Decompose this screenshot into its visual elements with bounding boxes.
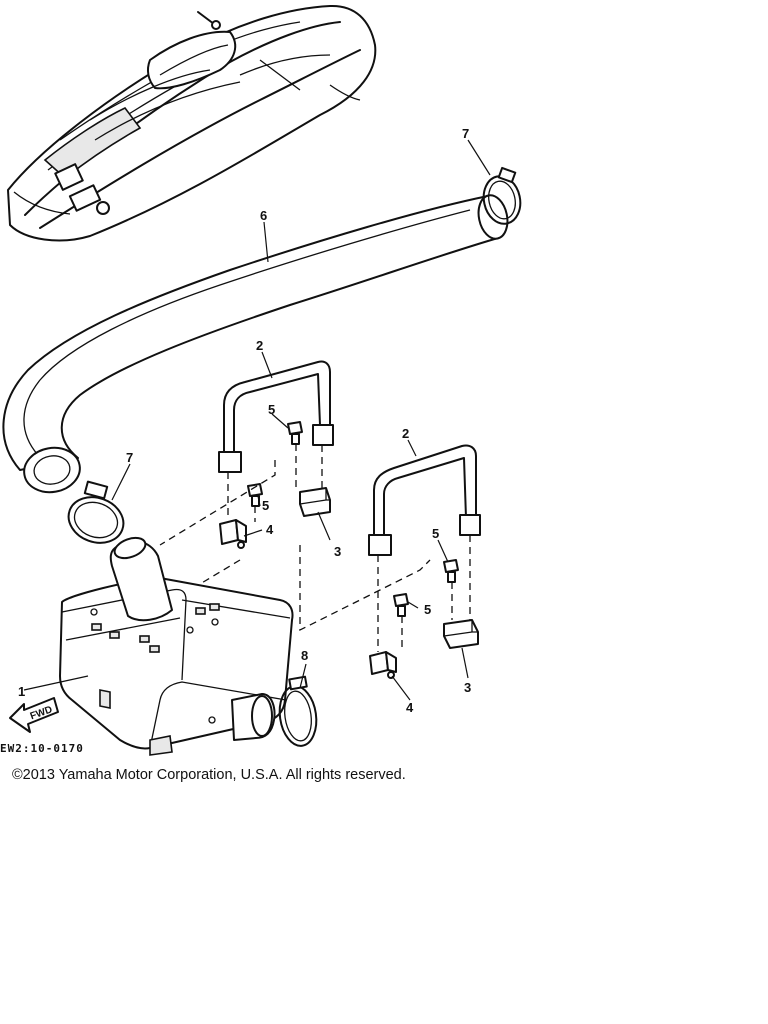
- rubber-damper-right: [443, 619, 479, 649]
- callout-3-right: 3: [464, 680, 471, 695]
- copyright-notice: ©2013 Yamaha Motor Corporation, U.S.A. A…: [12, 767, 406, 783]
- callout-3-left: 3: [334, 544, 341, 559]
- forward-direction-arrow: FWD: [9, 697, 59, 733]
- bracket-left: [218, 360, 334, 473]
- callout-4-left: 4: [266, 522, 274, 537]
- callout-5-mid-left: 5: [262, 498, 269, 513]
- callout-2-left: 2: [256, 338, 263, 353]
- bolt-upper-right: [443, 559, 459, 583]
- callout-7-upper: 7: [462, 126, 469, 141]
- callout-1: 1: [18, 684, 25, 699]
- hose-clamp-lower: [67, 480, 125, 544]
- callout-labels: 1 2 2 3 3 4 4 5 5 5 5 6 7 7 8: [18, 126, 471, 715]
- mount-clamp-left: [219, 519, 247, 549]
- rubber-damper-left: [299, 487, 331, 517]
- callout-leader-lines: [23, 139, 491, 701]
- callout-5-lower-right: 5: [424, 602, 431, 617]
- hose-clamp-upper: [482, 166, 522, 225]
- callout-5-upper-left: 5: [268, 402, 275, 417]
- callout-8: 8: [301, 648, 308, 663]
- figure-code: EW2:10-0170: [0, 742, 84, 755]
- callout-4-right: 4: [406, 700, 414, 715]
- bolt-upper-left: [287, 421, 303, 445]
- bracket-right: [368, 444, 481, 556]
- bolt-lower-right: [393, 593, 409, 617]
- mount-clamp-right: [369, 651, 397, 679]
- callout-2-right: 2: [402, 426, 409, 441]
- assembly-guide-lines: [159, 444, 471, 652]
- callout-7-lower: 7: [126, 450, 133, 465]
- watercraft-illustration: [7, 4, 377, 242]
- exhaust-hose: [2, 194, 509, 494]
- muffler: [59, 536, 294, 756]
- callout-5-upper-right: 5: [432, 526, 439, 541]
- callout-6: 6: [260, 208, 267, 223]
